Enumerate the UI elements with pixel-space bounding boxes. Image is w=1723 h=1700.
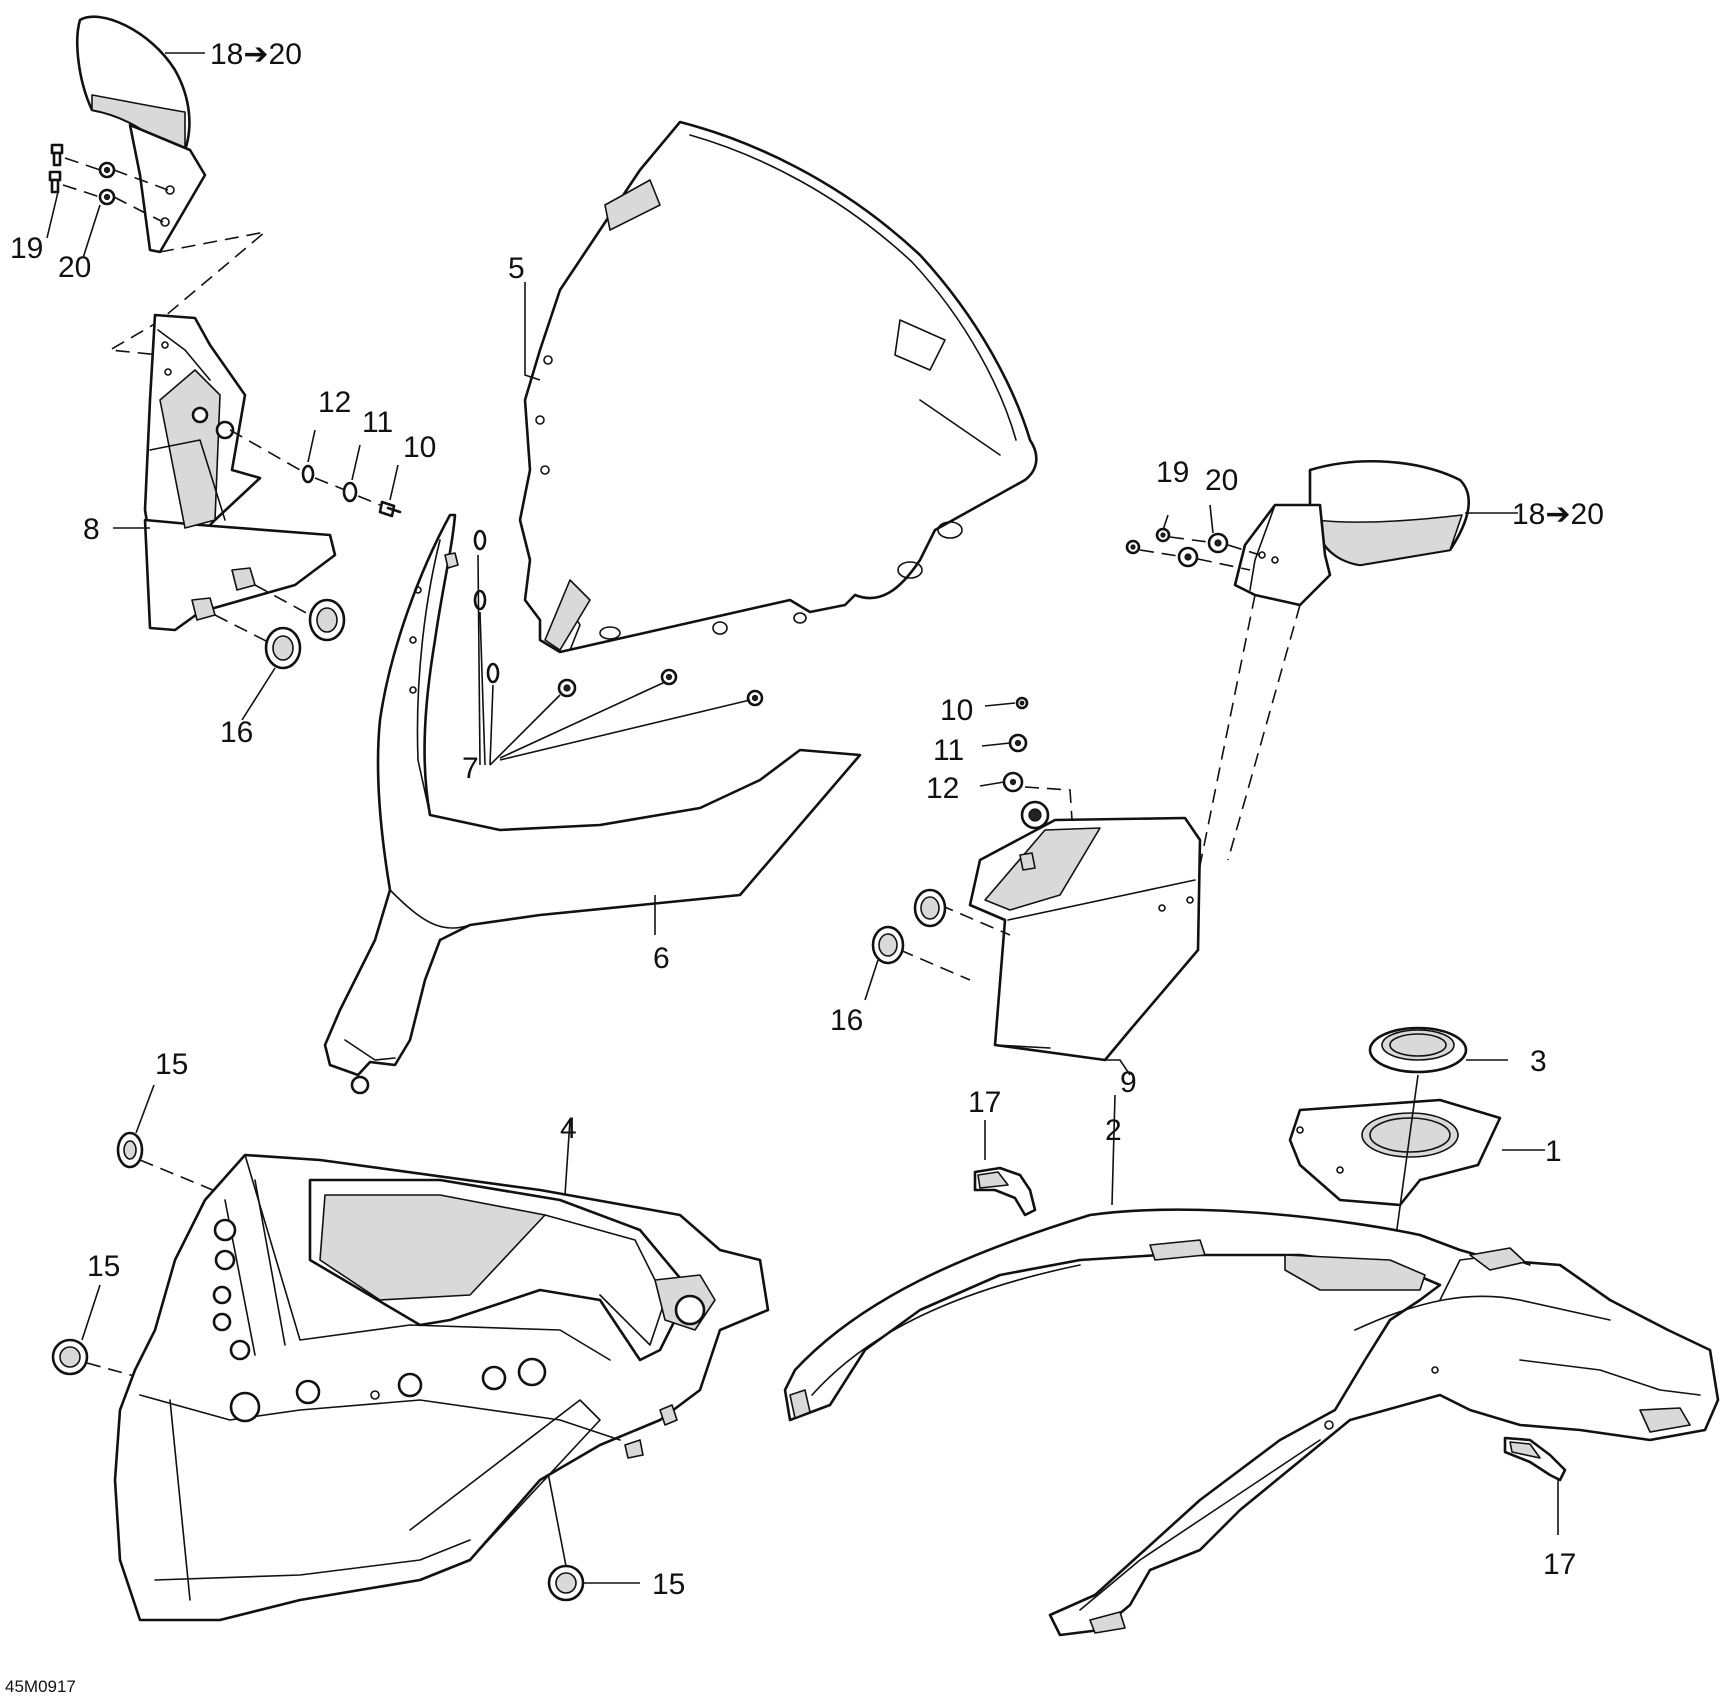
- label-fuel-ring: 3: [1530, 1045, 1547, 1078]
- clips-17: [973, 1120, 1567, 1535]
- label-grommet-top: 15: [155, 1048, 188, 1081]
- label-left-grommets: 16: [220, 716, 253, 749]
- left-panel-fasteners: [229, 429, 402, 518]
- console-plate: [1288, 1074, 1502, 1281]
- right-side-panel: [968, 800, 1202, 1062]
- label-screw-left: 19: [10, 232, 43, 265]
- label-left-screw-10: 10: [403, 431, 436, 464]
- label-console-plate: 1: [1545, 1135, 1562, 1168]
- label-upper-fairing: 6: [653, 942, 670, 975]
- label-right-grommets: 16: [830, 1004, 863, 1037]
- label-mirror-left: 18➔20: [210, 38, 302, 71]
- label-clip-right: 17: [1543, 1548, 1576, 1581]
- leader-lines: [46, 52, 1545, 1584]
- right-grommets: [871, 888, 1011, 981]
- headlight-housing: [113, 1153, 770, 1622]
- label-washer-right: 20: [1205, 464, 1238, 497]
- fuel-ring: [1368, 1026, 1468, 1074]
- grommets-15: [51, 1131, 585, 1602]
- right-mirror-fasteners: [1125, 527, 1301, 891]
- left-grommets: [214, 584, 346, 670]
- label-screw-right: 19: [1156, 456, 1189, 489]
- diagram-code: 45M0917: [5, 1677, 76, 1696]
- label-clip-left: 17: [968, 1086, 1001, 1119]
- left-mirror-fasteners: [48, 143, 169, 223]
- label-right-washer-11: 11: [933, 734, 964, 767]
- label-right-panel: 9: [1120, 1066, 1137, 1099]
- label-mirror-right: 18➔20: [1512, 498, 1604, 531]
- label-grommet-mid: 15: [87, 1250, 120, 1283]
- label-grommet-bottom: 15: [652, 1568, 685, 1601]
- callout-labels: 18➔20 19 20 5 8 16 12 11 10 7 6 19 20 18…: [5, 38, 1604, 1696]
- label-washer-left: 20: [58, 251, 91, 284]
- label-headlight-housing: 4: [560, 1112, 577, 1145]
- right-mirror: [1233, 459, 1471, 607]
- well-nuts: [473, 529, 764, 707]
- left-side-panel: [143, 313, 337, 632]
- label-right-screw-10: 10: [940, 694, 973, 727]
- label-windshield: 5: [508, 252, 525, 285]
- label-left-washer-12: 12: [318, 386, 351, 419]
- left-mirror: [76, 15, 207, 254]
- windshield: [518, 120, 1038, 654]
- label-right-washer-12: 12: [926, 772, 959, 805]
- label-left-panel: 8: [83, 513, 100, 546]
- console-frame: [783, 1208, 1720, 1637]
- upper-fairing: [323, 513, 862, 1095]
- label-console-frame: 2: [1105, 1114, 1122, 1147]
- label-left-washer-11: 11: [362, 406, 393, 439]
- label-well-nuts: 7: [462, 752, 479, 785]
